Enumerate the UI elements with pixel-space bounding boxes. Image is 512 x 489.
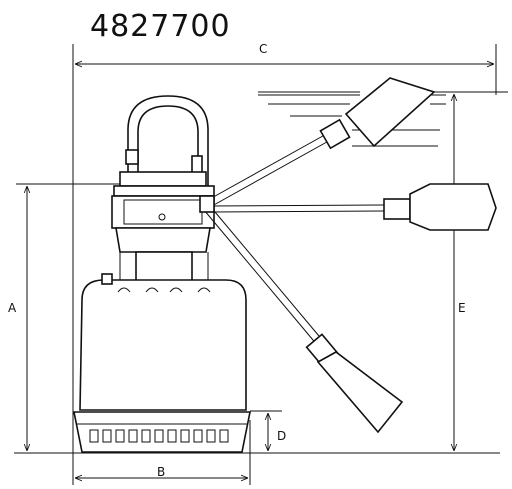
float-cable-clamp bbox=[199, 195, 215, 213]
float-switch-middle bbox=[209, 183, 497, 231]
dimension-c-label: C bbox=[259, 42, 267, 56]
strainer-slots bbox=[89, 429, 229, 443]
dimension-c: C bbox=[72, 42, 497, 455]
pump-body bbox=[73, 95, 251, 453]
part-number-title: 4827700 bbox=[90, 9, 231, 44]
dimension-b-label: B bbox=[157, 465, 165, 479]
dimension-e-label: E bbox=[458, 301, 466, 315]
dimension-b: B bbox=[72, 420, 251, 485]
float-switch-upper bbox=[207, 77, 436, 207]
dimension-d: D bbox=[250, 410, 286, 451]
dimension-e: E bbox=[440, 91, 508, 451]
float-switch-lower bbox=[203, 205, 404, 434]
dimension-d-label: D bbox=[277, 429, 286, 443]
dimension-a-label: A bbox=[8, 301, 17, 315]
